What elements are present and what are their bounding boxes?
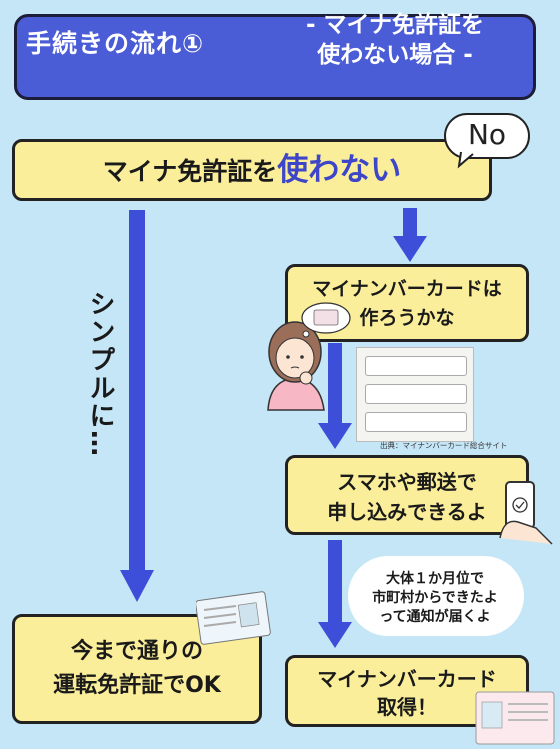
left-arrow (120, 210, 154, 602)
subtitle-line-2: 使わない場合 - (317, 42, 473, 68)
step1-line-2: 作ろうかな (359, 307, 455, 329)
source-caption: 出典：マイナンバーカード総合サイト (380, 441, 508, 450)
page-title: 手続きの流れ① (26, 29, 205, 58)
notification-note: 大体１か月位で 市町村からできたよ って通知が届くよ (360, 570, 510, 627)
page-subtitle: - マイナ免許証を 使わない場合 - (280, 10, 510, 70)
main-decision-box: マイナ免許証を使わない (12, 139, 492, 201)
step-box-apply: スマホや郵送で 申し込みできるよ (285, 455, 529, 535)
step2-line-1: スマホや郵送で (337, 470, 477, 494)
screenshot-row (365, 356, 467, 376)
my-number-card-illustration (475, 691, 555, 745)
header-banner (14, 14, 536, 100)
simple-label: シンプルに… (85, 290, 115, 458)
note-line-3: って通知が届くよ (379, 609, 491, 625)
note-line-2: 市町村からできたよ (372, 590, 498, 606)
right-arrow-2 (318, 343, 352, 449)
drivers-license-card-illustration (196, 591, 271, 645)
screenshot-row (365, 412, 467, 432)
main-text: マイナ免許証を (102, 157, 278, 186)
right-arrow-3 (318, 540, 352, 648)
step2-line-2: 申し込みできるよ (327, 500, 487, 524)
bubble-tail (457, 151, 474, 169)
step3-line-2: 取得！ (377, 695, 437, 719)
result-line-2: 運転免許証でOK (53, 673, 221, 698)
step3-line-1: マイナンバーカード (317, 667, 497, 691)
no-speech-bubble: No (444, 113, 530, 159)
smartphone-hand-illustration (499, 481, 553, 545)
thinking-woman-illustration (267, 321, 325, 411)
result-line-1: 今まで通りの (70, 639, 203, 664)
step1-line-1: マイナンバーカードは (312, 278, 502, 300)
right-arrow-1 (393, 208, 427, 262)
thought-bubble-card (301, 302, 351, 338)
screenshot-row (365, 384, 467, 404)
note-bubble (348, 556, 524, 636)
main-text-emphasis: 使わない (277, 152, 402, 188)
note-line-1: 大体１か月位で (386, 571, 484, 587)
website-screenshot (356, 347, 474, 442)
subtitle-line-1: - マイナ免許証を (305, 12, 485, 38)
